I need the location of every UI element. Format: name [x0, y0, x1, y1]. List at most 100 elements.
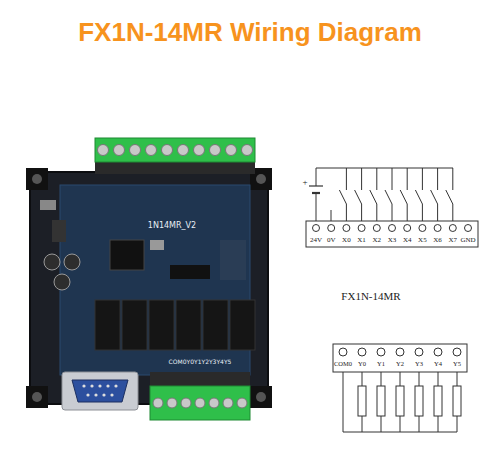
terminal-label: Y3	[415, 361, 423, 368]
terminal-screw	[209, 398, 219, 408]
db9-pin	[106, 384, 109, 387]
wire	[422, 168, 423, 190]
resistor-symbol	[377, 386, 385, 416]
terminal-label: Y1	[377, 361, 385, 368]
wire	[438, 372, 439, 386]
switch-blade	[370, 190, 377, 204]
terminal-label: Y0	[358, 361, 366, 368]
terminal-label: Y5	[453, 361, 461, 368]
title: FX1N-14MR Wiring Diagram	[78, 17, 422, 48]
db9-pin	[94, 393, 97, 396]
input-wiring	[306, 168, 478, 247]
db9-pin	[90, 384, 93, 387]
terminal-screw	[343, 225, 350, 232]
terminal-screw	[210, 145, 221, 156]
resistor-symbol	[415, 386, 423, 416]
wire	[400, 416, 401, 432]
terminal-screw	[162, 145, 173, 156]
wire	[346, 204, 347, 221]
terminal-screw	[328, 225, 335, 232]
terminal-screw	[153, 398, 163, 408]
terminal-screw	[373, 225, 380, 232]
terminal-screw	[453, 348, 461, 356]
db9-pin	[110, 393, 113, 396]
terminal-label: X6	[433, 237, 442, 244]
terminal-label: X4	[403, 237, 412, 244]
db9-pin	[114, 384, 117, 387]
terminal-screw	[449, 225, 456, 232]
switch-blade	[431, 190, 438, 204]
model-label: FX1N-14MR	[341, 291, 400, 302]
terminal-screw	[237, 398, 247, 408]
switch-blade	[400, 190, 407, 204]
terminal-screw	[389, 225, 396, 232]
wire	[437, 168, 438, 190]
wire	[381, 372, 382, 386]
terminal-screw	[396, 348, 404, 356]
wire	[346, 168, 347, 190]
terminal-screw	[98, 145, 109, 156]
terminal-label: Y4	[434, 361, 442, 368]
terminal-label: X7	[449, 237, 458, 244]
db9-pin	[86, 393, 89, 396]
wire	[376, 168, 377, 190]
wire	[438, 416, 439, 432]
terminal-screw	[415, 348, 423, 356]
terminal-screw	[434, 348, 442, 356]
wire	[381, 416, 382, 432]
terminal-screw	[181, 398, 191, 408]
terminal-screw	[130, 145, 141, 156]
wire	[457, 372, 458, 386]
db9-pin	[98, 384, 101, 387]
terminal-screw	[194, 145, 205, 156]
wire	[437, 204, 438, 221]
terminal-screw	[178, 145, 189, 156]
terminal-screw	[377, 348, 385, 356]
switch-blade	[355, 190, 362, 204]
terminal-label: GND	[460, 237, 475, 244]
db9-pin	[82, 384, 85, 387]
db9-pin	[102, 393, 105, 396]
resistor-symbol	[453, 386, 461, 416]
wire	[452, 204, 453, 221]
terminal-label: X0	[342, 237, 351, 244]
switch-blade	[339, 190, 346, 204]
wire	[361, 168, 362, 190]
resistor-symbol	[358, 386, 366, 416]
board-silkscreen: 1N14MR_V2	[148, 222, 196, 230]
terminal-screw	[465, 225, 472, 232]
terminal-screw	[404, 225, 411, 232]
wire	[362, 416, 363, 432]
terminal-screw	[358, 348, 366, 356]
wire	[392, 168, 393, 190]
terminal-label: X5	[418, 237, 427, 244]
wire	[407, 204, 408, 221]
wire	[457, 416, 458, 432]
terminal-screw	[195, 398, 205, 408]
switch-blade	[385, 190, 392, 204]
wire	[419, 416, 420, 432]
board-silkscreen: COM0Y0Y1Y2Y3Y4Y5	[169, 359, 232, 365]
output-wiring	[333, 344, 467, 432]
terminal-label: Y2	[396, 361, 404, 368]
terminal-label: 24V	[310, 237, 322, 244]
plc-board	[26, 138, 272, 420]
wire	[362, 372, 363, 386]
terminal-screw	[358, 225, 365, 232]
wire	[392, 204, 393, 221]
wire	[452, 168, 453, 190]
terminal-screw	[434, 225, 441, 232]
polarity-mark: +	[302, 178, 307, 187]
terminal-screw	[146, 145, 157, 156]
resistor-symbol	[396, 386, 404, 416]
terminal-screw	[114, 145, 125, 156]
terminal-label: COM0	[334, 361, 352, 368]
terminal-screw	[419, 225, 426, 232]
wire	[419, 372, 420, 386]
terminal-screw	[313, 225, 320, 232]
terminal-screw	[167, 398, 177, 408]
terminal-screw	[339, 348, 347, 356]
terminal-screw	[226, 145, 237, 156]
switch-blade	[415, 190, 422, 204]
